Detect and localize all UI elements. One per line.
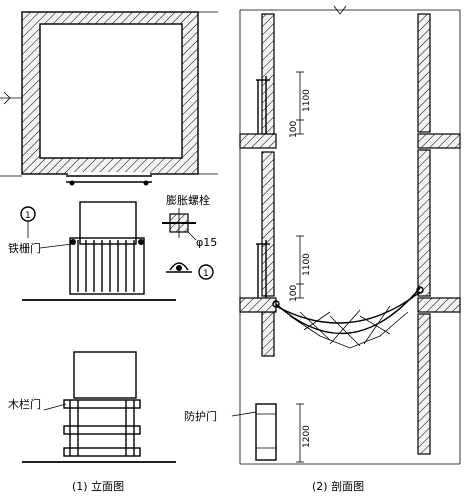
expansion-bolt-label: 膨胀螺栓	[166, 193, 210, 207]
circle-mark-label: 1	[203, 269, 209, 279]
section-caption: (2) 剖面图	[312, 479, 364, 493]
plan-view	[0, 11, 218, 186]
dim-upper-100: 100	[289, 121, 299, 138]
bolt-diameter-label: φ15	[196, 236, 217, 249]
iron-gate-elevation: 1 铁栅门	[8, 201, 176, 301]
dim-bottom-1200: 1200	[302, 425, 312, 448]
iron-gate-label: 铁栅门	[8, 241, 41, 255]
wood-gate-label: 木栏门	[8, 397, 41, 411]
dim-upper-1100: 1100	[302, 89, 312, 112]
dim-lower-100: 100	[289, 285, 299, 302]
guard-door-label: 防护门	[184, 409, 217, 423]
expansion-bolt-detail: 膨胀螺栓 φ15 1	[162, 193, 217, 280]
section-view: 1100 100 1100 100 防护门 1200	[184, 5, 461, 465]
wood-gate-elevation: 木栏门	[8, 351, 176, 463]
section-mark-label: 1	[25, 211, 31, 221]
dim-lower-1100: 1100	[302, 253, 312, 276]
elevation-caption: (1) 立面图	[72, 479, 124, 493]
